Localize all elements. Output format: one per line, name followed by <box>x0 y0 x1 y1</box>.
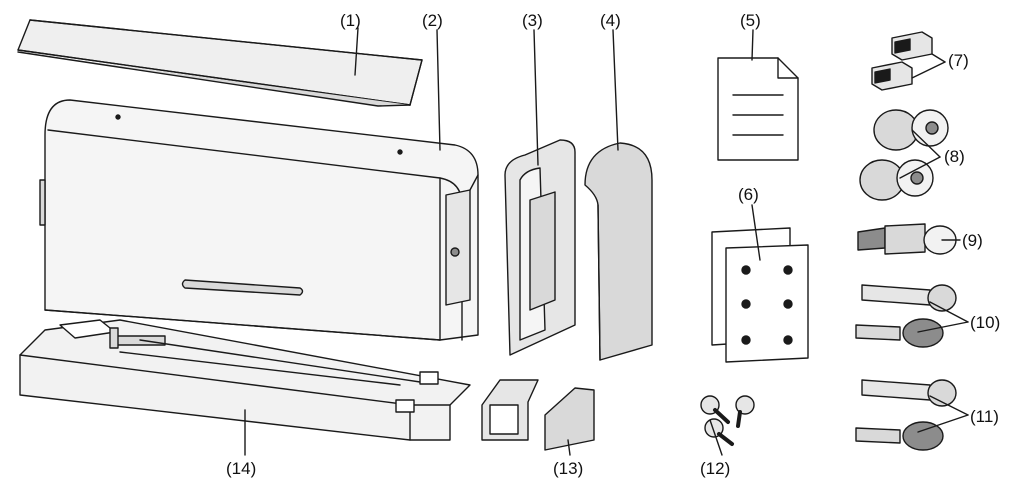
left-side-cover <box>504 139 576 356</box>
right-side-cover <box>584 142 653 361</box>
pv-connectors-10 <box>855 284 957 348</box>
pv-connectors-11 <box>855 379 957 451</box>
pad-sheet <box>711 227 809 363</box>
document-icon <box>717 57 799 161</box>
label-9: (9) <box>962 231 983 250</box>
label-3: (3) <box>522 11 543 30</box>
label-1: (1) <box>340 11 361 30</box>
label-5: (5) <box>740 11 761 30</box>
label-2: (2) <box>422 11 443 30</box>
label-13: (13) <box>553 459 584 478</box>
leader-lines <box>244 27 969 456</box>
battery-housing <box>39 99 479 341</box>
label-4: (4) <box>600 11 621 30</box>
label-6: (6) <box>738 185 759 204</box>
label-12: (12) <box>700 459 731 478</box>
label-7: (7) <box>948 51 969 70</box>
label-11: (11) <box>970 407 999 426</box>
label-14: (14) <box>226 459 257 478</box>
label-8: (8) <box>944 147 965 166</box>
top-cover <box>17 19 423 107</box>
label-10: (10) <box>970 313 1001 332</box>
screws <box>700 395 755 446</box>
base-plate <box>19 319 471 441</box>
cable-glands <box>859 109 949 201</box>
corner-pieces <box>481 379 595 451</box>
plug-connector <box>857 223 957 255</box>
rj45-couplers <box>871 31 933 91</box>
